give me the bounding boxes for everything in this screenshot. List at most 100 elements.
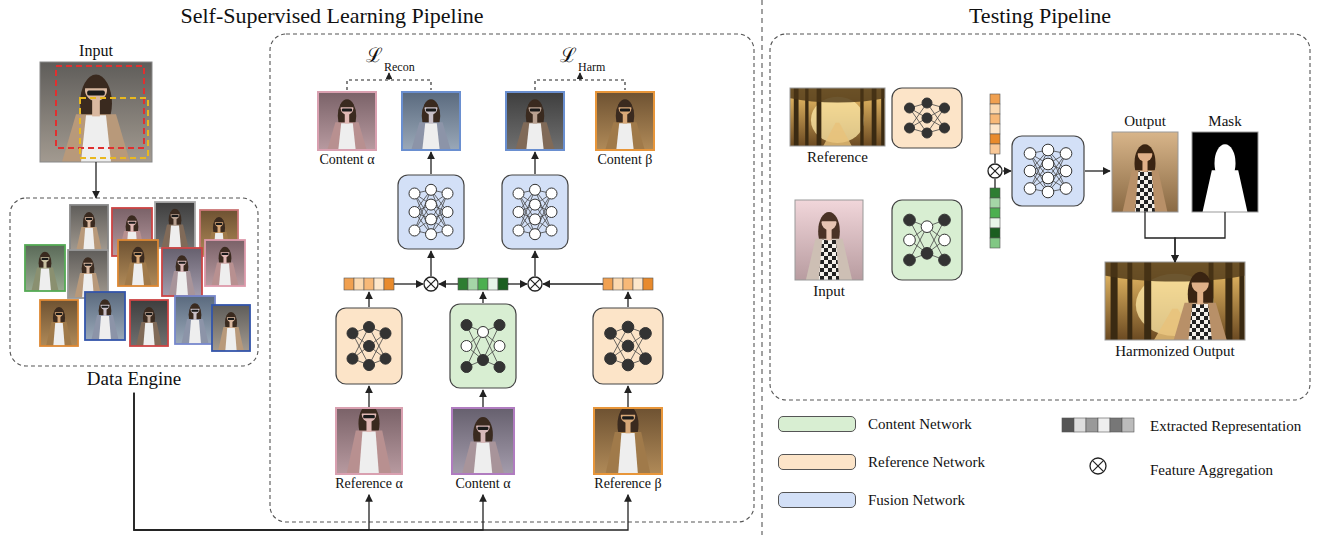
aggregation-symbol	[424, 277, 438, 291]
photo-part	[101, 306, 108, 308]
photo-part	[132, 264, 144, 286]
photo-part	[336, 408, 402, 474]
section-title-box: Testing Pipeline	[969, 3, 1111, 28]
pipeline-panel	[270, 34, 754, 522]
feature-vector-part	[1062, 418, 1074, 432]
network-block-part	[892, 88, 962, 148]
network-block	[892, 200, 962, 280]
feature-vector-part	[643, 278, 653, 290]
feature-vector-part	[990, 144, 1000, 154]
aggregation-symbol	[1090, 458, 1106, 474]
photo	[130, 300, 168, 346]
photo-part	[145, 309, 153, 317]
network-block-part	[640, 353, 652, 365]
photo-part	[83, 258, 92, 263]
image-caption: Output	[1124, 112, 1166, 130]
photo-part	[1189, 304, 1212, 340]
photo-part	[39, 269, 51, 291]
photo-part	[191, 305, 200, 314]
flow-arrow	[439, 283, 458, 284]
network-block-part	[364, 341, 375, 352]
loss-symbol: ℒ	[560, 43, 577, 67]
photo-part	[1191, 274, 1209, 283]
photo	[68, 250, 108, 298]
photo-part	[81, 115, 111, 162]
network-block-part	[905, 123, 915, 133]
photo-part	[124, 263, 151, 286]
image-area	[1192, 132, 1258, 212]
image-caption: Content β	[598, 152, 653, 169]
network-block-part	[1042, 158, 1054, 170]
legend-text: Extracted Representation	[1150, 417, 1301, 435]
feature-vector-part	[384, 278, 394, 290]
image-caption: Content α	[455, 476, 510, 493]
photo	[795, 200, 863, 280]
network-block	[450, 304, 516, 388]
flow-arrow	[627, 386, 628, 407]
network-block-part	[904, 234, 916, 246]
network-block-part	[426, 214, 437, 225]
photo-frame	[452, 408, 514, 474]
legend-swatch	[778, 454, 856, 470]
image-caption: Data Engine	[87, 368, 181, 391]
loss-symbol-box: ℒ	[366, 44, 383, 67]
aggregation-symbol-part	[530, 279, 540, 289]
feature-vector-part	[1098, 418, 1110, 432]
photo	[1192, 132, 1258, 212]
image-caption: Reference	[807, 148, 868, 166]
legend-swatch	[778, 416, 856, 432]
network-block	[398, 175, 464, 249]
feature-vector-part	[613, 278, 623, 290]
photo-part	[530, 109, 540, 112]
loss-subscript: Recon	[384, 60, 415, 74]
photo-part	[342, 109, 352, 112]
legend-text: Reference Network	[868, 453, 985, 471]
network-block-part	[593, 308, 663, 384]
content-image: Content α	[452, 408, 514, 495]
photo-frame	[594, 408, 662, 474]
network-block-part	[605, 328, 617, 340]
aggregation-symbol	[528, 277, 542, 291]
loss-arrow	[579, 73, 580, 80]
network-block-part	[922, 128, 932, 138]
photo-part	[515, 122, 554, 150]
photo-part	[340, 101, 353, 108]
flow-arrow	[430, 251, 431, 276]
feature-vector	[1062, 418, 1134, 432]
harmonized-image: Harmonized Output	[1105, 262, 1245, 362]
photo	[1105, 262, 1245, 340]
network-block-part	[450, 304, 516, 388]
reference-image: Reference	[790, 88, 885, 168]
photo-part	[146, 313, 153, 315]
network-block-part	[364, 360, 375, 371]
image-caption: Reference α	[335, 476, 403, 493]
photo-part	[212, 305, 250, 351]
network-block-part	[530, 214, 541, 225]
photo-part	[806, 239, 852, 280]
photo-frame	[85, 292, 125, 340]
feature-vector-part	[990, 208, 1000, 218]
photo-part	[41, 253, 50, 262]
photo	[155, 202, 195, 248]
data-engine-border	[10, 198, 258, 366]
photo-part	[327, 122, 366, 150]
image-caption: Input	[813, 282, 845, 300]
photo-part	[620, 408, 635, 415]
photo-part	[168, 271, 195, 296]
network-block-part	[904, 254, 916, 266]
connector-arrow	[95, 162, 96, 198]
aggregation-symbol-part	[1092, 460, 1103, 471]
photo-part	[220, 248, 229, 253]
photo-frame	[795, 200, 863, 280]
flow-arrow	[430, 152, 431, 174]
photo-part	[100, 300, 109, 305]
photo-part	[134, 253, 141, 255]
photo-part	[25, 245, 65, 291]
input-image: Input	[795, 200, 863, 302]
network-block-part	[513, 188, 524, 199]
photo-part	[594, 408, 662, 474]
photo-part	[215, 218, 224, 222]
photo-frame	[205, 240, 245, 286]
photo-frame	[336, 408, 402, 474]
